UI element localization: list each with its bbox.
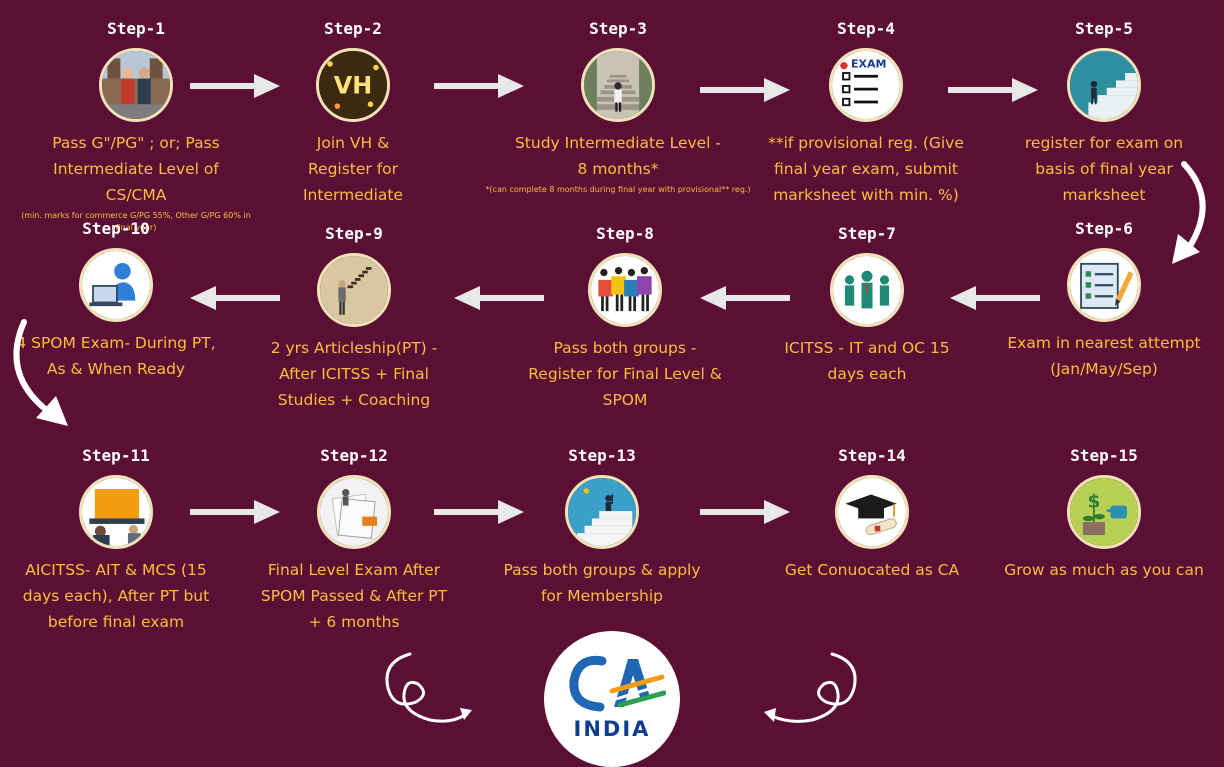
step-description: ICITSS - IT and OC 15 days each <box>784 339 950 383</box>
step-4: Step-4 EXAM **if provisional reg. (Give … <box>746 18 986 208</box>
step-title: Step-14 <box>838 446 906 465</box>
step-title: Step-9 <box>325 224 383 243</box>
step-1: Step-1 Pass G"/PG" ; or; Pass Intermedia… <box>16 18 256 234</box>
step-description: Study Intermediate Level - 8 months* <box>514 134 722 178</box>
step-11: Step-11 AICITSS- AIT & MCS (15 days each… <box>0 445 236 635</box>
step-note: (min. marks for commerce G/PG 55%, Other… <box>21 211 251 232</box>
step-title: Step-13 <box>568 446 636 465</box>
puzzle-team-icon <box>588 253 662 327</box>
step-title: Step-12 <box>320 446 388 465</box>
papers-icon <box>317 475 391 549</box>
arrow-right-icon <box>700 78 790 102</box>
arrow-right-icon <box>190 500 280 524</box>
step-description: Grow as much as you can <box>1004 561 1204 579</box>
arrow-left-icon <box>700 286 790 310</box>
step-2: Step-2 VH Join VH & Register for Interme… <box>233 18 473 208</box>
step-description: Exam in nearest attempt (Jan/May/Sep) <box>1007 334 1201 378</box>
step-description: 4 SPOM Exam- During PT, As & When Ready <box>16 334 216 378</box>
step-15: Step-15 $ Grow as much as you can <box>984 445 1224 583</box>
graduation-cap-icon <box>835 475 909 549</box>
laptop-icon <box>79 475 153 549</box>
step-title: Step-6 <box>1075 219 1133 238</box>
step-title: Step-2 <box>324 19 382 38</box>
step-5: Step-5 register for exam on basis of fin… <box>984 18 1224 208</box>
step-title: Step-10 <box>82 219 150 238</box>
curved-arrow-down-right-icon <box>13 319 68 426</box>
step-description: AICITSS- AIT & MCS (15 days each), After… <box>22 561 210 631</box>
step-title: Step-8 <box>596 224 654 243</box>
vh-logo-icon: VH <box>316 48 390 122</box>
step-description: register for exam on basis of final year… <box>1024 134 1184 204</box>
step-10: Step-10 4 SPOM Exam- During PT, As & Whe… <box>0 218 236 382</box>
step-description: **if provisional reg. (Give final year e… <box>768 134 964 204</box>
curved-arrow-down-left-icon <box>1172 161 1206 264</box>
ca-logo-mark-icon <box>569 655 666 712</box>
staircase-icon <box>581 48 655 122</box>
svg-text:VH: VH <box>334 71 372 99</box>
climbing-stairs-icon <box>1067 48 1141 122</box>
team-icon <box>830 253 904 327</box>
step-description: Join VH & Register for Intermediate <box>302 134 403 204</box>
step-title: Step-15 <box>1070 446 1138 465</box>
step-title: Step-4 <box>837 19 895 38</box>
step-title: Step-5 <box>1075 19 1133 38</box>
arrow-right-icon <box>190 74 280 98</box>
man-staircase-icon <box>317 253 391 327</box>
step-3: Step-3 Study Intermediate Level - 8 mont… <box>485 18 750 196</box>
logo-text: INDIA <box>573 717 651 741</box>
step-title: Step-1 <box>107 19 165 38</box>
arrow-right-icon <box>948 78 1038 102</box>
arrow-right-icon <box>434 500 524 524</box>
ca-india-logo: INDIA <box>544 631 680 767</box>
step-14: Step-14 Get Conuocated as CA <box>752 445 992 583</box>
arrow-right-icon <box>700 500 790 524</box>
step-description: Final Level Exam After SPOM Passed & Aft… <box>260 561 448 631</box>
money-plant-icon: $ <box>1067 475 1141 549</box>
step-7: Step-7 ICITSS - IT and OC 15 days each <box>747 223 987 387</box>
step-description: Get Conuocated as CA <box>784 561 960 579</box>
step-description: 2 yrs Articleship(PT) - After ICITSS + F… <box>270 339 438 409</box>
step-8: Step-8 Pass both groups - Register for F… <box>505 223 745 413</box>
step-title: Step-3 <box>589 19 647 38</box>
students-icon <box>99 48 173 122</box>
step-description: Pass both groups - Register for Final Le… <box>528 339 722 409</box>
arrow-left-icon <box>454 286 544 310</box>
step-description: Pass G"/PG" ; or; Pass Intermediate Leve… <box>52 134 220 204</box>
svg-text:$: $ <box>1088 491 1101 512</box>
computer-user-icon <box>79 248 153 322</box>
step-title: Step-11 <box>82 446 150 465</box>
step-note: *(can complete 8 months during final yea… <box>485 185 751 194</box>
exam-icon-text: EXAM <box>851 58 887 71</box>
step-description: Pass both groups & apply for Membership <box>503 561 701 605</box>
exam-checklist-icon: EXAM <box>829 48 903 122</box>
step-9: Step-9 2 yrs Articleship(PT) - After ICI… <box>234 223 474 413</box>
step-12: Step-12 Final Level Exam After SPOM Pass… <box>234 445 474 635</box>
success-stairs-icon <box>565 475 639 549</box>
arrow-left-icon <box>950 286 1040 310</box>
swirl-arrow-icon <box>385 652 472 723</box>
arrow-right-icon <box>434 74 524 98</box>
step-6: Step-6 Exam in nearest attempt (Jan/May/… <box>984 218 1224 382</box>
arrow-left-icon <box>190 286 280 310</box>
swirl-arrow-icon <box>764 652 857 723</box>
exam-sheet-icon <box>1067 248 1141 322</box>
step-title: Step-7 <box>838 224 896 243</box>
step-13: Step-13 Pass both groups & apply for Mem… <box>482 445 722 609</box>
